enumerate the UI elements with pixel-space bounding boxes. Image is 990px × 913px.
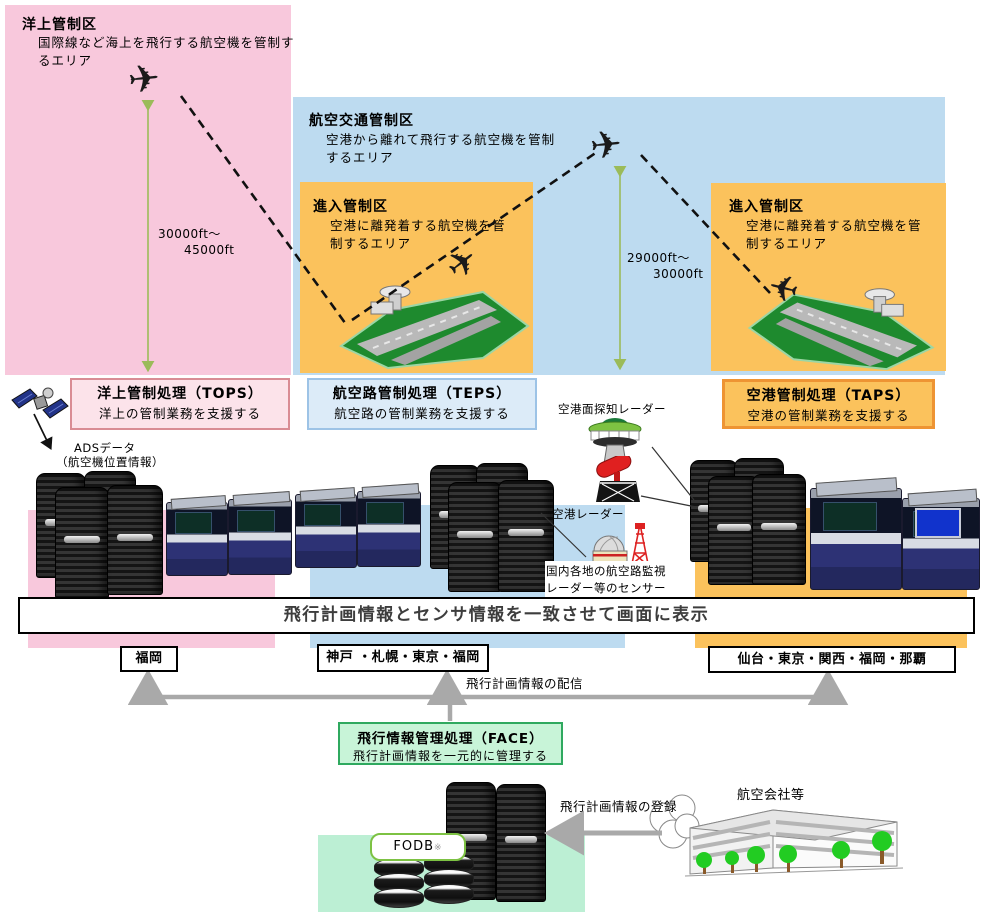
server-rack-icon — [708, 476, 760, 585]
console-icon — [228, 499, 292, 575]
fodb-box: FODB※ — [370, 833, 466, 861]
oceanic-title: 洋上管制区 — [22, 17, 97, 33]
teps-subtitle: 航空路の管制業務を支援する — [334, 406, 510, 421]
airplane-icon: ✈ — [125, 55, 163, 103]
ads-label-line1: ADSデータ — [74, 441, 136, 455]
airport-icon — [339, 285, 530, 370]
database-icon — [424, 884, 474, 904]
air-traffic-title: 航空交通管制区 — [309, 113, 414, 129]
oceanic-desc: 国際線など海上を飛行する航空機を管制するエリア — [38, 35, 295, 68]
approach-left-desc: 空港に離発着する航空機を管制するエリア — [330, 218, 506, 251]
airport-icon — [747, 288, 935, 371]
taps-box: 空港管制処理（TAPS） 空港の管制業務を支援する — [722, 379, 935, 429]
database-icon — [374, 888, 424, 908]
altitude-oceanic-line2: 45000ft — [184, 243, 235, 258]
teps-title: 航空路管制処理（TEPS） — [332, 386, 512, 402]
server-rack-icon — [448, 482, 502, 592]
approach-left-title: 進入管制区 — [313, 199, 388, 215]
cloud-icon — [649, 794, 700, 849]
taps-location-box: 仙台・東京・関西・福岡・那覇 — [708, 646, 956, 673]
teps-box: 航空路管制処理（TEPS） 航空路の管制業務を支援する — [307, 378, 537, 430]
face-box: 飛行情報管理処理（FACE） 飛行計画情報を一元的に管理する — [338, 722, 563, 765]
airplane-icon: ✈ — [587, 121, 625, 169]
airlines-label: 航空会社等 — [737, 788, 805, 803]
console-icon — [810, 488, 902, 590]
banner: 飛行計画情報とセンサ情報を一致させて画面に表示 — [18, 597, 975, 634]
approach-right-title: 進入管制区 — [729, 199, 804, 215]
altitude-oceanic-line1: 30000ft～ — [158, 227, 221, 241]
surface-radar-label: 空港面探知レーダー — [558, 402, 666, 416]
server-rack-icon — [752, 474, 806, 585]
tops-title: 洋上管制処理（TOPS） — [97, 386, 263, 402]
face-title: 飛行情報管理処理（FACE） — [357, 731, 544, 747]
tree-icon — [696, 831, 892, 874]
taps-subtitle: 空港の管制業務を支援する — [747, 408, 910, 423]
air-traffic-desc: 空港から離れて飛行する航空機を管制するエリア — [326, 132, 556, 165]
console-icon — [357, 491, 421, 567]
radar-icon — [596, 456, 640, 502]
fodb-note-mark: ※ — [434, 843, 443, 853]
altitude-enroute-label: 29000ft～ 30000ft — [627, 250, 703, 282]
fodb-label: FODB — [393, 839, 435, 854]
distribution-label: 飛行計画情報の配信 — [466, 676, 584, 691]
airport-radar-label: 空港レーダー — [552, 507, 624, 521]
teps-location-box: 神戸 ・札幌・東京・福岡 — [317, 644, 489, 672]
server-rack-icon — [55, 487, 109, 599]
airline-building-icon — [649, 794, 904, 877]
console-icon — [295, 494, 357, 568]
altitude-enroute-line1: 29000ft～ — [627, 251, 690, 265]
console-icon — [166, 502, 228, 576]
enroute-sensors-label: 国内各地の航空路監視 レーダー等のセンサー — [545, 561, 669, 599]
taps-title: 空港管制処理（TAPS） — [746, 388, 911, 404]
altitude-oceanic-label: 30000ft～ 45000ft — [158, 226, 234, 258]
tops-location-box: 福岡 — [120, 646, 178, 672]
enroute-sensors-line1: 国内各地の航空路監視 — [546, 564, 666, 578]
dome-radar-icon — [592, 523, 649, 565]
sensor-connector — [640, 495, 697, 508]
server-rack-icon — [107, 485, 163, 595]
satellite-icon — [11, 387, 69, 419]
enroute-sensors-line2: レーダー等のセンサー — [546, 580, 666, 595]
ads-label-line2: （航空機位置情報） — [56, 455, 164, 469]
server-rack-icon — [496, 784, 546, 902]
console-monitor-icon — [915, 508, 961, 538]
tops-subtitle: 洋上の管制業務を支援する — [98, 406, 261, 421]
altitude-enroute-line2: 30000ft — [653, 267, 704, 282]
approach-right-desc: 空港に離発着する航空機を管制するエリア — [746, 218, 922, 251]
registration-label: 飛行計画情報の登録 — [560, 799, 678, 814]
tops-box: 洋上管制処理（TOPS） 洋上の管制業務を支援する — [70, 378, 290, 430]
sensor-connector — [651, 446, 695, 501]
face-subtitle: 飛行計画情報を一元的に管理する — [352, 749, 548, 763]
